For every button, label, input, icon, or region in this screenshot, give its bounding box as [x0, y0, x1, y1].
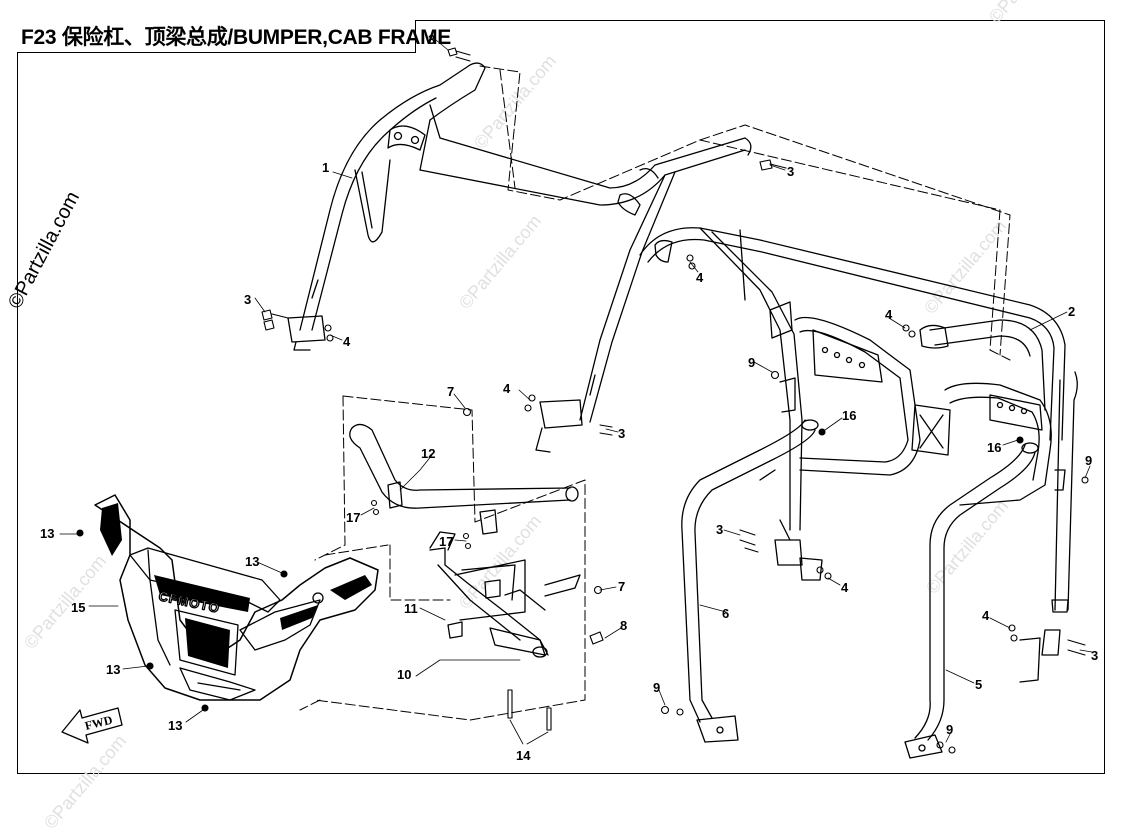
callout-13: 13	[40, 526, 54, 541]
callout-16: 16	[987, 440, 1001, 455]
callout-17: 17	[346, 510, 360, 525]
callout-3: 3	[244, 292, 251, 307]
leader-lines	[59, 39, 1093, 745]
callout-3: 3	[1091, 648, 1098, 663]
callout-6: 6	[722, 606, 729, 621]
callout-15: 15	[71, 600, 85, 615]
bolt-3	[447, 47, 471, 62]
callout-4: 4	[343, 334, 351, 349]
fasteners	[76, 47, 1089, 754]
callout-7: 7	[618, 579, 625, 594]
callout-9: 9	[748, 355, 755, 370]
callout-4: 4	[885, 307, 893, 322]
callout-10: 10	[397, 667, 411, 682]
callout-3: 3	[618, 426, 625, 441]
callout-3: 3	[787, 164, 794, 179]
part-6-left-side-bar	[681, 419, 819, 743]
exploded-view-drawing: CFMOTO	[40, 32, 1098, 763]
reference-outline-rear	[479, 65, 1011, 361]
diagram-title: F23 保险杠、顶梁总成/BUMPER,CAB FRAME	[21, 26, 451, 49]
callout-4: 4	[696, 270, 704, 285]
part-12-front-bumper-tube	[349, 423, 579, 535]
callout-13: 13	[106, 662, 120, 677]
diagram-border	[17, 20, 1105, 774]
reference-outline-bumper	[299, 395, 586, 721]
callout-9: 9	[946, 722, 953, 737]
callout-9: 9	[1085, 453, 1092, 468]
callout-16: 16	[842, 408, 856, 423]
callout-1: 1	[322, 160, 329, 175]
fwd-label: FWD	[83, 712, 114, 732]
callout-14: 14	[516, 748, 531, 763]
callout-7: 7	[447, 384, 454, 399]
callout-5: 5	[975, 677, 982, 692]
callout-17: 17	[439, 534, 453, 549]
callout-labels: 1 2 3 3 3 3 3 3 4 4 4 4 4 4 5 6 7 7 8 9 …	[40, 32, 1098, 763]
callout-13: 13	[245, 554, 259, 569]
callout-2: 2	[1068, 304, 1075, 319]
part-5-right-side-bar	[904, 442, 1039, 759]
callout-4: 4	[841, 580, 849, 595]
callout-11: 11	[404, 601, 418, 616]
parts-diagram-sheet: ©Partzilla.com ©Partzilla.com ©Partzilla…	[4, 0, 1105, 833]
part-1-rear-cab-frame	[287, 62, 752, 453]
callout-13: 13	[168, 718, 182, 733]
callout-4: 4	[982, 608, 990, 623]
part-11-bumper-bracket	[429, 531, 581, 658]
part-2-front-cab-frame	[639, 227, 1078, 683]
callout-3: 3	[716, 522, 723, 537]
diagram-title-box: F23 保险杠、顶梁总成/BUMPER,CAB FRAME	[17, 20, 451, 53]
part-15-front-fascia: CFMOTO	[94, 494, 379, 701]
callout-8: 8	[620, 618, 627, 633]
callout-4: 4	[503, 381, 511, 396]
callout-9: 9	[653, 680, 660, 695]
forward-direction-arrow	[61, 707, 123, 744]
callout-3: 3	[428, 32, 435, 47]
callout-12: 12	[421, 446, 435, 461]
